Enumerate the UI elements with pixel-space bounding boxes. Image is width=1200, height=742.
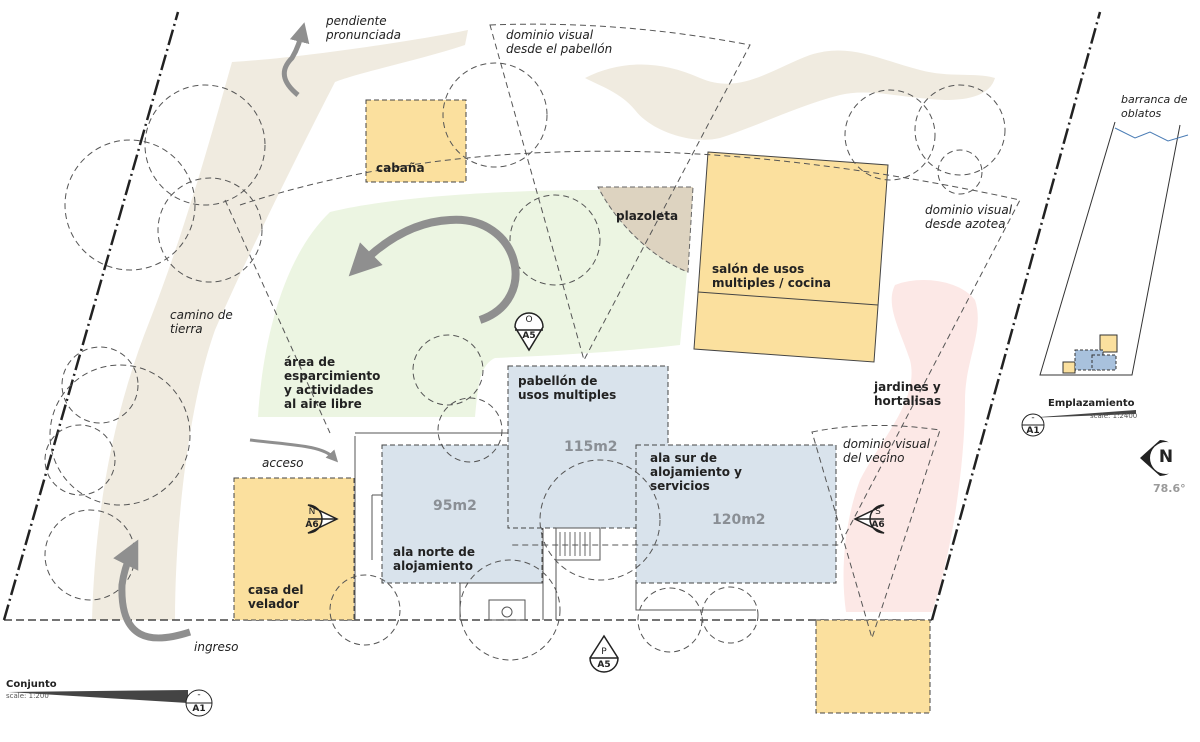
label-ala-norte: ala norte de alojamiento — [393, 545, 475, 573]
scale-conjunto-value: scale: 1:200 — [6, 692, 49, 700]
label-dominio-pabellon: dominio visual desde el pabellón — [506, 28, 613, 56]
marker-s-top: S — [875, 507, 881, 517]
marker-emplaz-top: - — [1031, 413, 1035, 423]
north-symbol — [1140, 440, 1182, 476]
marker-s-bottom: A6 — [871, 520, 885, 530]
marker-conjunto-bottom: A1 — [192, 704, 206, 714]
label-cabana: cabaña — [376, 161, 425, 175]
label-plazoleta: plazoleta — [616, 209, 679, 223]
label-casa-velador: casa del velador — [248, 583, 304, 611]
yellow-buildings — [233, 99, 931, 714]
scale-emplazamiento-title: Emplazamiento — [1048, 398, 1135, 409]
area-pabellon: 115m2 — [564, 439, 618, 455]
section-markers — [307, 312, 885, 673]
flow-arrows — [113, 22, 520, 642]
label-ingreso: ingreso — [194, 640, 239, 654]
label-camino: camino de tierra — [170, 308, 233, 336]
marker-n-top: N — [308, 507, 316, 517]
label-ala-sur: ala sur de alojamiento y servicios — [650, 451, 742, 493]
plazoleta-area — [597, 186, 694, 273]
marker-conjunto-top: - — [197, 690, 201, 700]
marker-p-top: P — [601, 647, 607, 657]
scale-emplazamiento-value: scale: 1:2400 — [1090, 412, 1138, 420]
blue-buildings — [381, 365, 837, 584]
north-letter: N — [1158, 447, 1174, 467]
label-salon: salón de usos multiples / cocina — [712, 262, 831, 290]
north-angle: 78.6° — [1153, 482, 1186, 495]
ravine-edge-band — [585, 50, 995, 140]
label-jardines: jardines y hortalisas — [874, 380, 942, 408]
label-area-esparcimiento: área de esparcimiento y actividades al a… — [284, 355, 381, 411]
marker-p-bottom: A5 — [597, 660, 611, 670]
label-pendiente: pendiente pronunciada — [326, 14, 401, 42]
scale-bars — [8, 410, 1136, 717]
label-barranca: barranca de oblatos — [1121, 93, 1188, 120]
site-locator — [1039, 121, 1189, 376]
area-ala-sur: 120m2 — [712, 512, 766, 528]
label-pabellon: pabellón de usos multiples — [518, 374, 617, 402]
label-dominio-azotea: dominio visual desde azotea — [925, 203, 1013, 231]
area-ala-norte: 95m2 — [433, 498, 477, 514]
label-dominio-vecino: dominio visual del vecino — [843, 437, 931, 465]
marker-o-bottom: A5 — [522, 331, 536, 341]
marker-n-bottom: A6 — [305, 520, 319, 530]
marker-o-top: O — [525, 315, 533, 325]
label-acceso: acceso — [262, 456, 304, 470]
scale-conjunto-title: Conjunto — [6, 679, 57, 690]
marker-emplaz-bottom: A1 — [1026, 426, 1040, 436]
